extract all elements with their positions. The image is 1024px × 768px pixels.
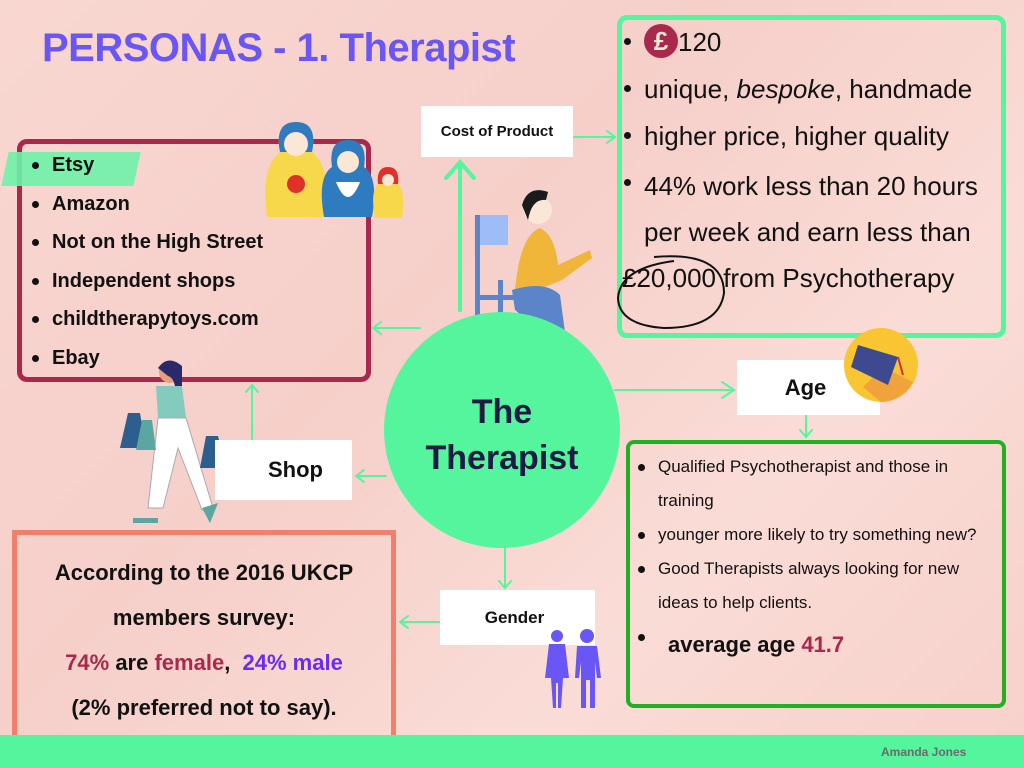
age-list: Qualified Psychotherapist and those in t… xyxy=(636,450,1001,670)
list-item: younger more likely to try something new… xyxy=(636,518,1001,552)
center-title-line2: Therapist xyxy=(425,439,579,477)
female-percent: 74% xyxy=(65,650,110,675)
cost-list: £120 unique, bespoke, handmade higher pr… xyxy=(616,22,1002,330)
shopper-illustration xyxy=(120,360,226,523)
shop-label: Shop xyxy=(215,440,352,500)
list-item: Amazon xyxy=(30,189,263,228)
pound-icon: £ xyxy=(644,24,678,59)
shop-list: Etsy Amazon Not on the High Street Indep… xyxy=(30,150,263,381)
survey-other: (2% preferred not to say). xyxy=(71,695,337,720)
gender-label: Gender xyxy=(440,590,595,645)
list-item: childtherapytoys.com xyxy=(30,304,263,343)
list-item: Independent shops xyxy=(30,266,263,305)
survey-stats: 74% are female, 24% male xyxy=(65,640,343,685)
center-title-line1: The xyxy=(471,393,533,431)
text-italic: bespoke xyxy=(736,74,835,104)
survey-line2: members survey: xyxy=(112,605,296,630)
text: from Psychotherapy xyxy=(715,263,955,293)
arrow-to-cost xyxy=(444,158,476,312)
cost-details-box xyxy=(617,15,1006,338)
list-item: Not on the High Street xyxy=(30,227,263,266)
text: 44% work less than 20 hours per week and… xyxy=(644,171,978,247)
female-label: female xyxy=(154,650,225,675)
cost-of-product-label: Cost of Product xyxy=(421,106,573,157)
hand-drawn-circle xyxy=(616,255,726,330)
survey-box: According to the 2016 UKCP members surve… xyxy=(12,530,396,750)
text: , xyxy=(224,650,243,675)
arrow-to-cost-box xyxy=(572,130,617,144)
average-age-value: 41.7 xyxy=(801,632,845,657)
page-title: PERSONAS - 1. Therapist xyxy=(42,26,516,70)
arrow-to-survey xyxy=(398,615,441,629)
text: , handmade xyxy=(834,74,973,104)
age-details-box xyxy=(626,440,1006,708)
text: unique, xyxy=(644,74,737,104)
male-percent: 24% male xyxy=(242,650,343,675)
list-item: higher price, higher quality xyxy=(622,116,1002,163)
matryoshka-dolls-icon xyxy=(265,122,404,218)
footer-band xyxy=(0,735,1024,768)
author-name: Amanda Jones xyxy=(881,745,967,759)
average-age-label: average age xyxy=(668,632,802,657)
arrow-age-down xyxy=(799,415,813,439)
price-value: 120 xyxy=(678,27,722,57)
arrow-to-shop-box xyxy=(371,321,421,335)
arrow-to-shop xyxy=(354,469,387,483)
list-item: Good Therapists always looking for new i… xyxy=(636,552,1001,620)
circled-amount: £20,000 xyxy=(616,255,726,330)
shop-list-box xyxy=(17,139,371,382)
arrow-shop-up xyxy=(245,383,259,441)
list-item: Etsy xyxy=(30,150,263,189)
list-item: unique, bespoke, handmade xyxy=(622,69,1002,116)
list-item: 44% work less than 20 hours per week and… xyxy=(616,163,1002,330)
couple-icon xyxy=(545,629,601,708)
graduation-cap-icon xyxy=(844,328,918,402)
price-item: £120 xyxy=(622,22,1002,69)
average-age-item: average age 41.7 xyxy=(636,620,1001,670)
survey-line1: According to the 2016 UKCP xyxy=(54,560,354,585)
arrow-to-gender xyxy=(498,547,512,590)
arrow-to-age xyxy=(614,381,736,399)
text: are xyxy=(109,650,155,675)
text: £20,000 xyxy=(622,263,716,293)
center-persona-circle: The Therapist xyxy=(384,312,620,548)
list-item: Ebay xyxy=(30,343,263,382)
list-item: Qualified Psychotherapist and those in t… xyxy=(636,450,1001,518)
